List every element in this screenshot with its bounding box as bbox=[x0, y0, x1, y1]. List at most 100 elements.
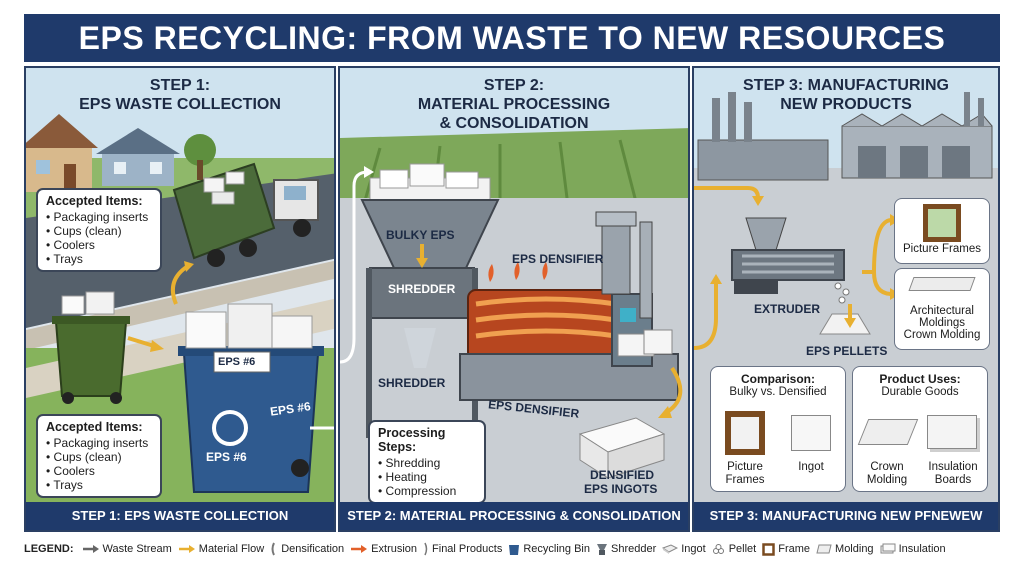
step2-footer: STEP 2: MATERIAL PROCESSING & CONSOLIDAT… bbox=[340, 502, 688, 530]
densifier-icon bbox=[459, 211, 679, 401]
legend-item: Pellet bbox=[712, 543, 757, 555]
legend-title: LEGEND: bbox=[24, 543, 74, 555]
final-products-icon bbox=[424, 542, 428, 556]
list-item: Shredding bbox=[378, 456, 476, 470]
list-item: Coolers bbox=[46, 238, 152, 252]
molding-icon bbox=[816, 544, 832, 554]
legend-label: Recycling Bin bbox=[523, 543, 590, 555]
extruder-label: EXTRUDER bbox=[754, 302, 821, 316]
moldings-label-line2: Moldings bbox=[918, 317, 966, 329]
house-icon bbox=[96, 128, 180, 186]
pellets-label: EPS PELLETS bbox=[806, 344, 888, 358]
legend-label: Densification bbox=[281, 543, 345, 555]
legend-label: Final Products bbox=[432, 543, 503, 555]
picture-frames-card: Picture Frames bbox=[894, 198, 990, 264]
accepted-items-callout-bottom: Accepted Items: Packaging inserts Cups (… bbox=[36, 414, 162, 498]
molding-icon bbox=[908, 277, 976, 291]
house-icon bbox=[26, 114, 98, 192]
ingot-icon bbox=[791, 415, 831, 451]
densification-icon bbox=[271, 542, 276, 556]
legend-item: Densification bbox=[270, 542, 344, 556]
accepted-items-callout-top: Accepted Items: Packaging inserts Cups (… bbox=[36, 188, 162, 272]
step1-title-line1: STEP 1: bbox=[149, 77, 211, 94]
shredder-icon bbox=[596, 544, 607, 555]
bin-label-bottom: EPS #6 bbox=[206, 450, 247, 464]
moldings-label-line3: Crown Molding bbox=[903, 329, 981, 341]
shredder-icon bbox=[360, 163, 500, 438]
legend-label: Waste Stream bbox=[102, 543, 172, 555]
insulation-icon bbox=[927, 415, 977, 449]
legend-item: Waste Stream bbox=[82, 543, 172, 555]
legend-label: Extrusion bbox=[371, 543, 418, 555]
step3-title-line2: NEW PRODUCTS bbox=[780, 96, 912, 113]
comparison-card: Comparison: Bulky vs. Densified Picture … bbox=[710, 366, 846, 492]
comparison-item1-line2: Frames bbox=[725, 474, 765, 486]
legend-label: Material Flow bbox=[198, 543, 265, 555]
legend-label: Molding bbox=[835, 543, 874, 555]
product-uses-card: Product Uses: Durable Goods Crown Moldin… bbox=[852, 366, 988, 492]
list-item: Compression bbox=[378, 484, 476, 498]
frame-icon bbox=[923, 204, 961, 242]
uses-item1-line1: Crown bbox=[870, 461, 904, 473]
legend-item: Recycling Bin bbox=[508, 542, 590, 556]
step1-title-line2: EPS WASTE COLLECTION bbox=[79, 96, 281, 113]
yellow-arrow-icon bbox=[178, 545, 195, 553]
frame-icon bbox=[762, 542, 775, 556]
legend-item: Final Products bbox=[423, 542, 502, 556]
uses-item2-line2: Boards bbox=[934, 474, 972, 486]
legend: LEGEND: Waste Stream Material Flow Densi… bbox=[24, 537, 1000, 561]
moldings-card: Architectural Moldings Crown Molding bbox=[894, 268, 990, 350]
ingots-label-line2: EPS INGOTS bbox=[584, 482, 658, 496]
step3-panel: STEP 3: MANUFACTURING NEW PRODUCTS EXTRU… bbox=[692, 66, 1000, 532]
legend-item: Ingot bbox=[662, 543, 706, 555]
step2-panel: STEP 2: MATERIAL PROCESSING & CONSOLIDAT… bbox=[338, 66, 690, 532]
step3-title-line1: STEP 3: MANUFACTURING bbox=[743, 77, 949, 94]
step2-title-line1: STEP 2: bbox=[483, 77, 545, 94]
comparison-sub: Bulky vs. Densified bbox=[729, 386, 827, 398]
list-item: Trays bbox=[46, 252, 152, 266]
step3-footer: STEP 3: MANUFACTURING NEW PFNEWEW bbox=[694, 502, 998, 530]
uses-heading: Product Uses: bbox=[879, 372, 961, 386]
green-bin-icon bbox=[52, 291, 130, 404]
callout-heading: Accepted Items: bbox=[46, 194, 143, 208]
step1-illustration bbox=[26, 68, 334, 530]
uses-item1-line2: Molding bbox=[866, 474, 908, 486]
legend-label: Shredder bbox=[610, 543, 657, 555]
factory-icon bbox=[697, 92, 993, 181]
legend-item: Material Flow bbox=[178, 543, 264, 555]
frames-label: Picture Frames bbox=[903, 243, 981, 255]
callout-heading: Accepted Items: bbox=[46, 420, 143, 434]
processing-steps-callout: Processing Steps: Shredding Heating Comp… bbox=[368, 420, 486, 504]
gray-arrow-icon bbox=[82, 545, 99, 553]
recycling-bin-icon bbox=[178, 303, 324, 493]
bulky-eps-label: BULKY EPS bbox=[386, 228, 455, 242]
legend-label: Pellet bbox=[728, 543, 757, 555]
ingot-icon bbox=[662, 544, 679, 554]
shredder-label: SHREDDER bbox=[388, 282, 456, 296]
list-item: Coolers bbox=[46, 464, 152, 478]
shredder-label-below: SHREDDER bbox=[378, 376, 446, 390]
pellet-icon bbox=[819, 282, 871, 335]
ingot-icon bbox=[578, 417, 666, 479]
list-item: Cups (clean) bbox=[46, 450, 152, 464]
list-item: Packaging inserts bbox=[46, 436, 152, 450]
callout-heading: Processing Steps: bbox=[378, 426, 446, 454]
comparison-heading: Comparison: bbox=[740, 372, 815, 386]
step1-footer: STEP 1: EPS WASTE COLLECTION bbox=[26, 502, 334, 530]
uses-item2-line1: Insulation bbox=[928, 461, 978, 473]
recycling-bin-icon bbox=[509, 545, 520, 555]
densifier-label-top: EPS DENSIFIER bbox=[512, 252, 604, 266]
legend-label: Insulation bbox=[898, 543, 946, 555]
step2-illustration bbox=[340, 68, 688, 530]
legend-label: Ingot bbox=[681, 543, 706, 555]
list-item: Cups (clean) bbox=[46, 224, 152, 238]
dump-truck-icon bbox=[172, 162, 319, 267]
comparison-item2: Ingot bbox=[798, 461, 824, 473]
molding-icon bbox=[857, 419, 919, 445]
list-item: Heating bbox=[378, 470, 476, 484]
step1-panel: STEP 1: EPS WASTE COLLECTION Accepted It… bbox=[24, 66, 336, 532]
uses-sub: Durable Goods bbox=[881, 386, 959, 398]
list-item: Trays bbox=[46, 478, 152, 492]
step2-title-line2: MATERIAL PROCESSING bbox=[417, 96, 611, 113]
legend-item: Insulation bbox=[880, 543, 946, 555]
